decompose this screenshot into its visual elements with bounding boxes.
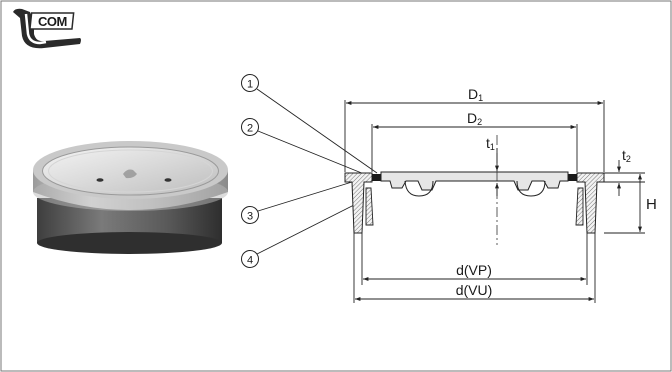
dimension-lines <box>344 100 645 303</box>
callout-2: 2 <box>241 118 370 177</box>
label-H: H <box>646 196 657 213</box>
svg-text:3: 3 <box>247 211 253 223</box>
label-t2: t2 <box>622 147 631 164</box>
svg-text:1: 1 <box>247 79 253 91</box>
svg-text:2: 2 <box>247 123 253 135</box>
label-dVP: d(VP) <box>456 262 492 278</box>
callout-1: 1 <box>241 74 378 174</box>
round-cleanout-cover-photo <box>33 141 228 254</box>
label-D1: D1 <box>468 86 483 103</box>
label-t1: t1 <box>486 135 495 152</box>
callout-4: 4 <box>241 204 355 268</box>
label-D2: D2 <box>467 110 482 127</box>
cross-section <box>344 135 605 245</box>
label-dVU: d(VU) <box>456 282 493 298</box>
callout-3: 3 <box>241 181 353 224</box>
icom-logo: COM <box>13 8 81 49</box>
logo-text: COM <box>38 14 67 29</box>
svg-text:4: 4 <box>247 255 253 267</box>
